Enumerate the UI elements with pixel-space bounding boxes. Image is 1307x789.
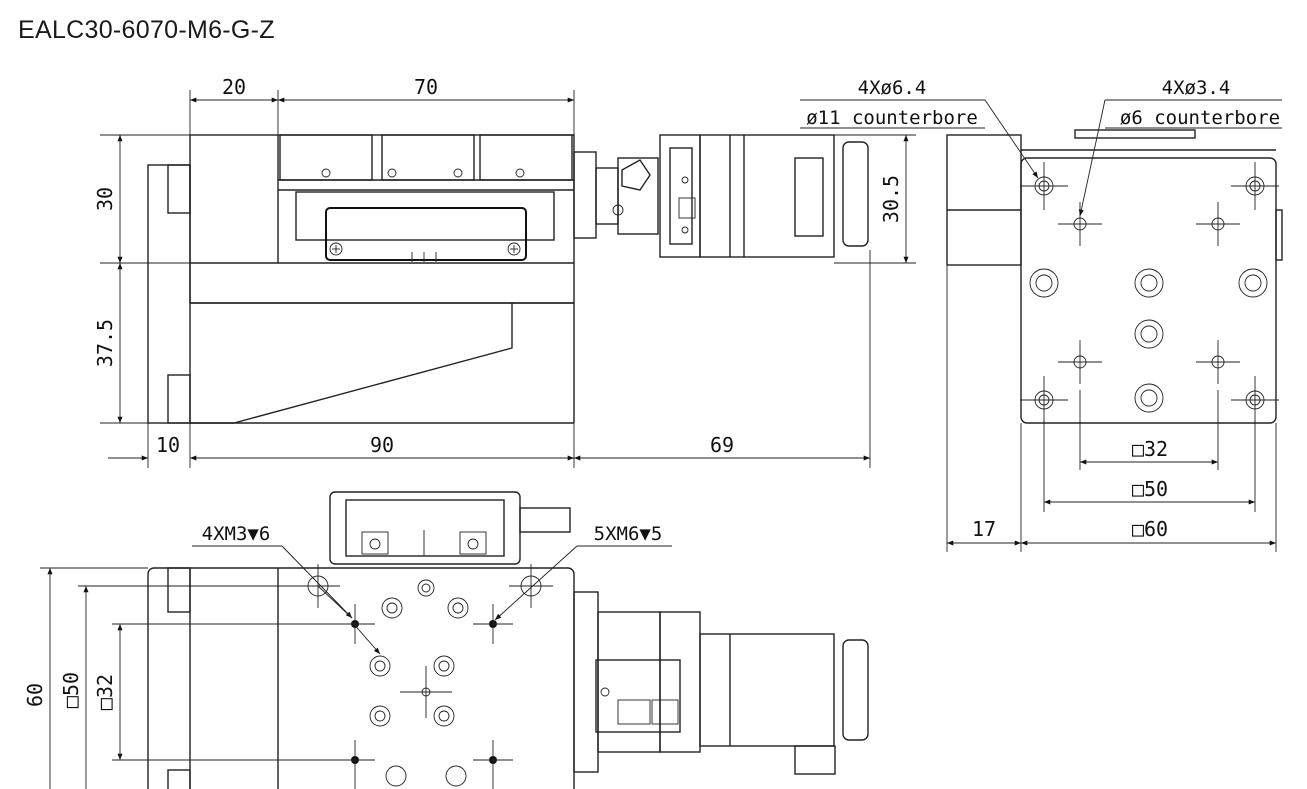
dim-60-top: 60 <box>23 683 47 707</box>
front-view: 20 70 30 37.5 10 90 69 30.5 <box>93 75 916 468</box>
note-4xm3-depth-6: 4XM3▼6 <box>202 523 271 545</box>
dim-10: 10 <box>156 433 180 457</box>
dim-sq50-top: □50 <box>59 672 83 708</box>
dim-69: 69 <box>710 433 734 457</box>
note-5xm6-depth-5: 5XM6▼5 <box>594 523 663 545</box>
dim-sq60-side: □60 <box>1132 517 1168 541</box>
top-view: 4XM3▼6 5XM6▼5 60 □50 □32 <box>23 491 869 789</box>
dim-17: 17 <box>972 517 996 541</box>
dim-sq32-side: □32 <box>1132 437 1168 461</box>
note-4x-dia-3-4: 4Xø3.4 <box>1162 77 1231 99</box>
note-dia-6-counterbore: ø6 counterbore <box>1120 107 1280 129</box>
dim-70: 70 <box>414 75 438 99</box>
side-view: 4Xø6.4 ø11 counterbore 4Xø3.4 ø6 counter… <box>800 77 1283 552</box>
note-4x-dia-6-4: 4Xø6.4 <box>858 77 927 99</box>
drawing-title: EALC30-6070-M6-G-Z <box>18 16 275 44</box>
dim-sq32-top: □32 <box>93 674 117 710</box>
dim-30: 30 <box>93 187 117 211</box>
dim-sq50-side: □50 <box>1132 477 1168 501</box>
dim-30-5: 30.5 <box>879 175 903 223</box>
dim-90: 90 <box>370 433 394 457</box>
dim-37-5: 37.5 <box>93 319 117 367</box>
note-dia-11-counterbore: ø11 counterbore <box>806 107 978 129</box>
dim-20: 20 <box>222 75 246 99</box>
tapped-bosses <box>1029 268 1268 413</box>
counterbore-holes <box>1020 162 1279 424</box>
small-holes <box>1058 202 1240 384</box>
